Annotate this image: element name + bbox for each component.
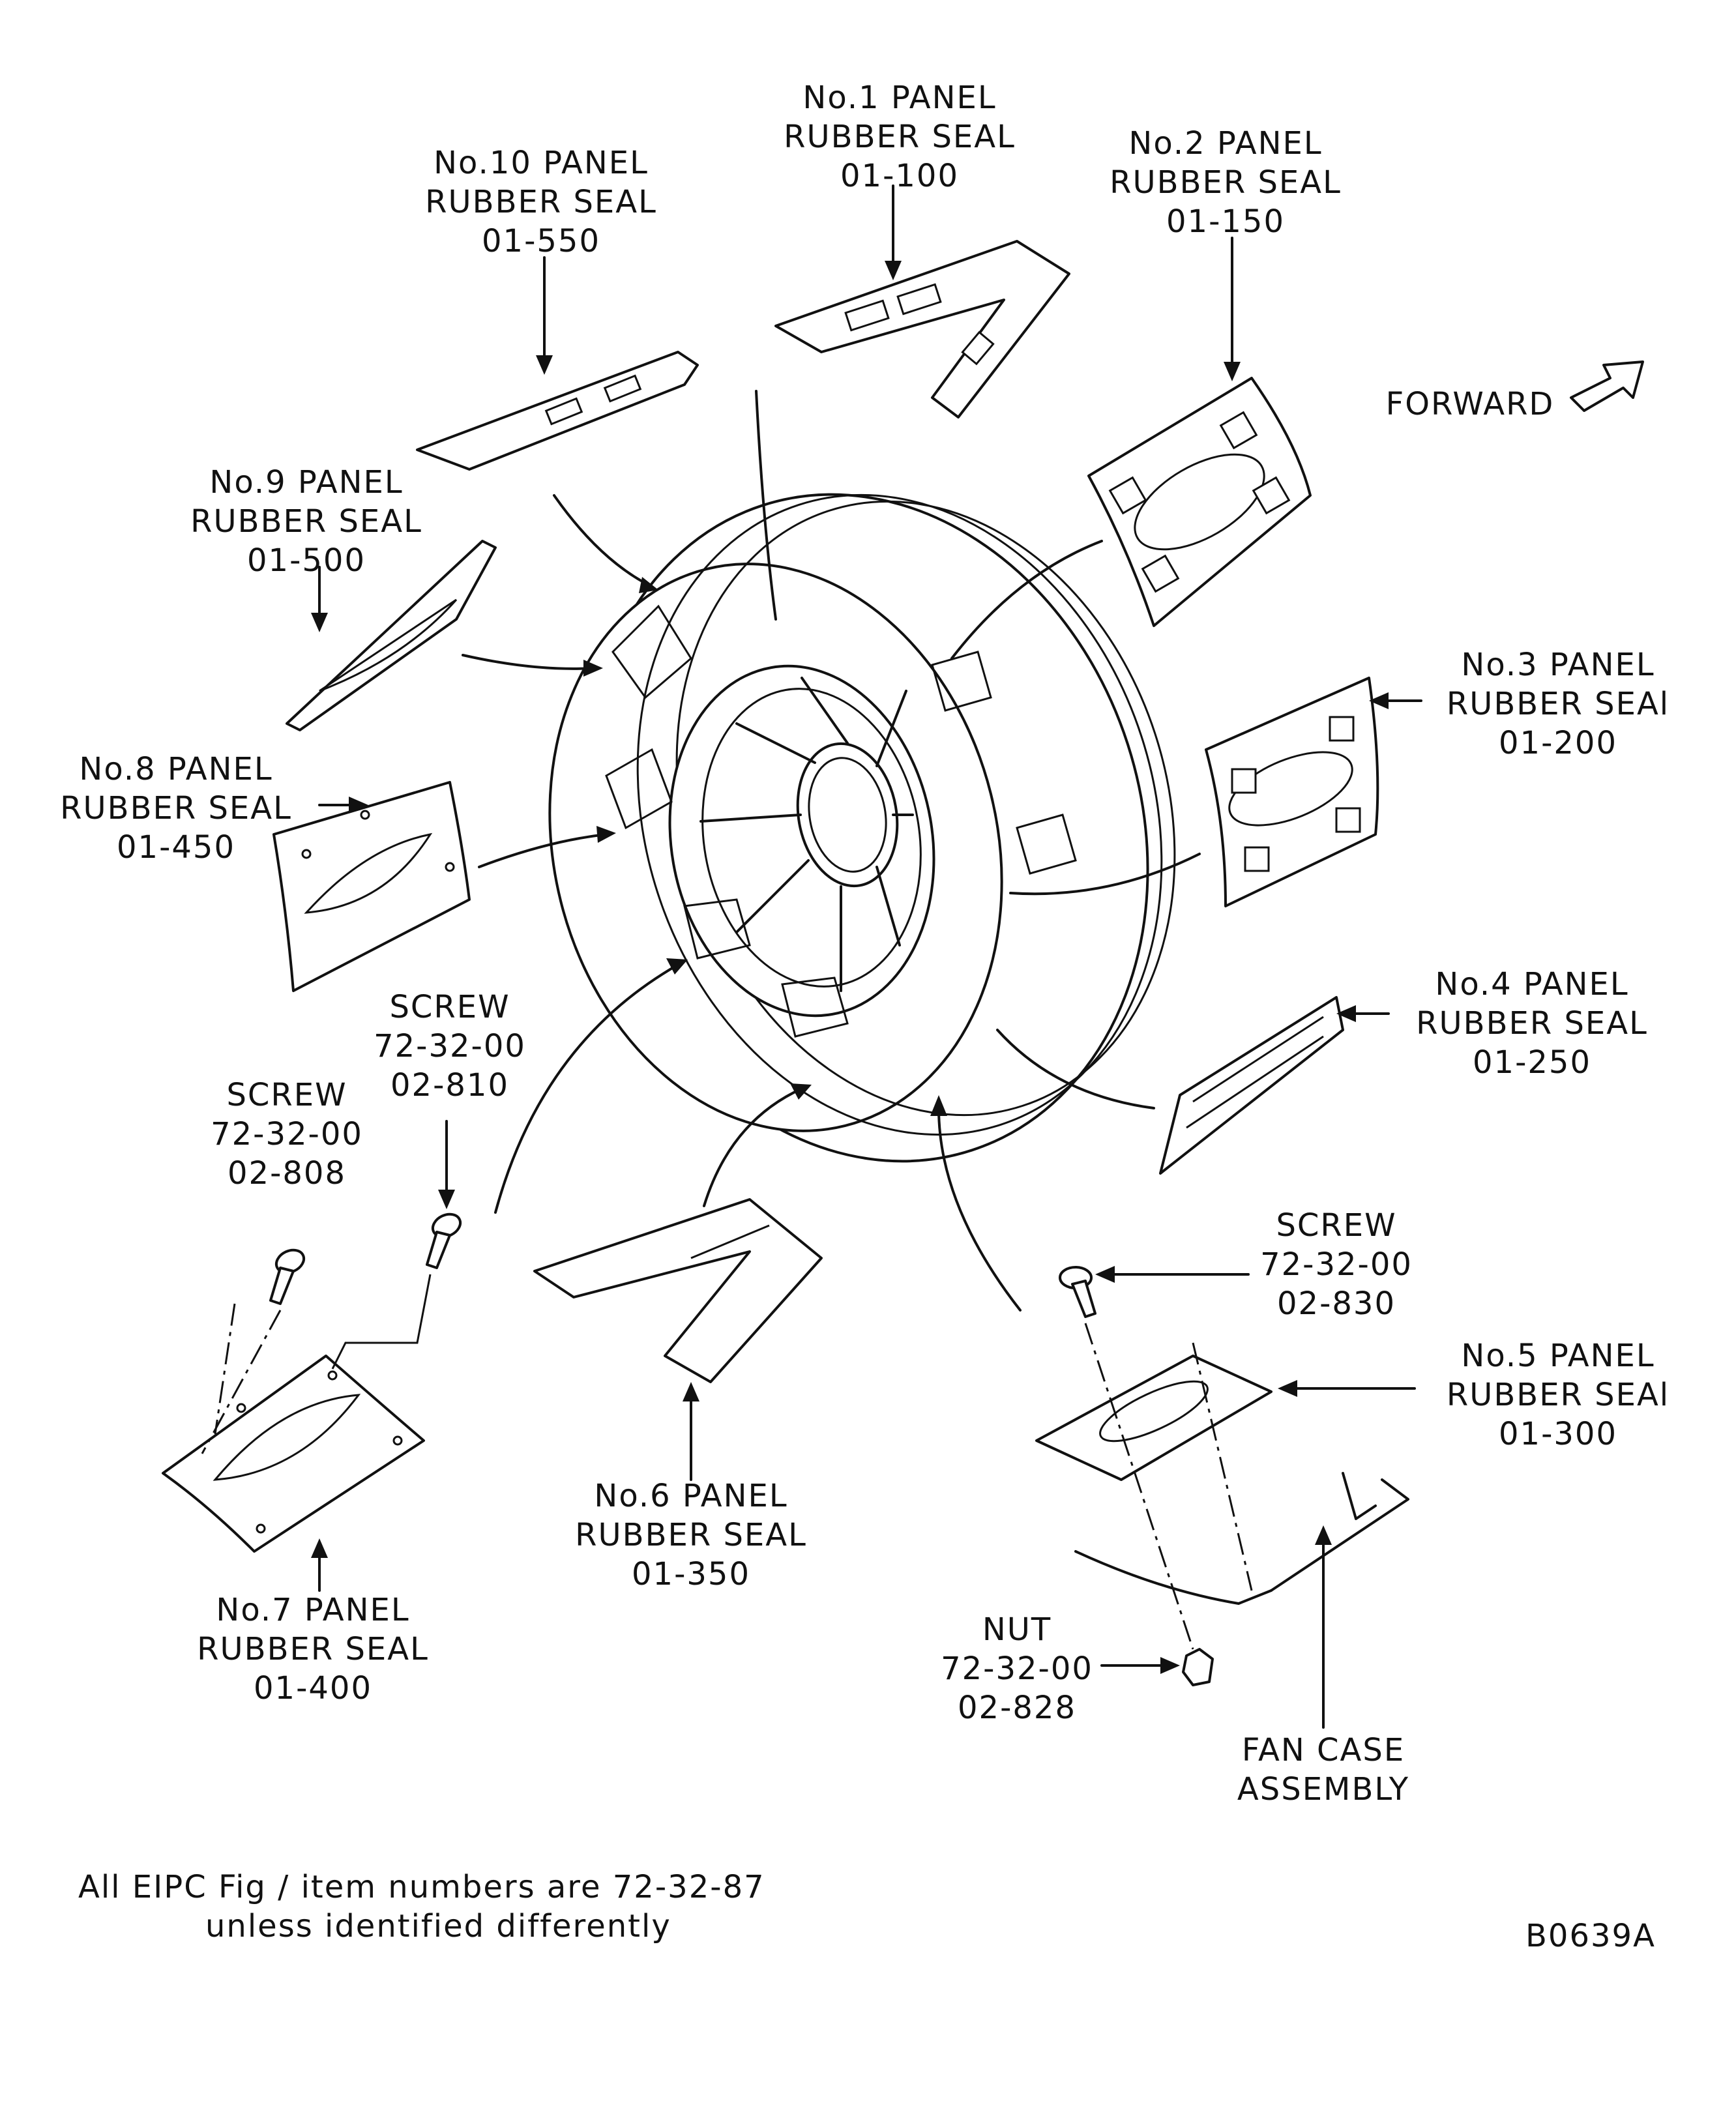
panel-no2-drawing	[1087, 377, 1312, 627]
callout-no8: No.8 PANEL RUBBER SEAL 01-450	[26, 750, 326, 867]
callout-no6-line1: No.6 PANEL	[594, 1478, 788, 1514]
callout-no7-line3: 01-400	[253, 1670, 372, 1707]
callout-no7-line2: RUBBER SEAL	[197, 1631, 429, 1667]
callout-no4-line1: No.4 PANEL	[1435, 966, 1629, 1003]
panel-no5-drawing	[1035, 1355, 1273, 1481]
callout-no5-line3: 01-300	[1498, 1416, 1617, 1452]
callout-no9-line3: 01-500	[246, 542, 366, 579]
callout-fan-case: FAN CASE ASSEMBLY	[1213, 1731, 1434, 1809]
callout-no2-line1: No.2 PANEL	[1128, 125, 1323, 162]
footnote-line2: unless identified differently	[205, 1908, 671, 1944]
callout-fan-case-line1: FAN CASE	[1241, 1732, 1405, 1768]
assembly-centerlines	[201, 1274, 1253, 1650]
panel-no9-drawing	[286, 540, 497, 731]
callout-no4: No.4 PANEL RUBBER SEAL 01-250	[1382, 965, 1682, 1082]
callout-no3-line1: No.3 PANEL	[1461, 647, 1655, 683]
callout-no9-line2: RUBBER SEAL	[190, 503, 422, 540]
callout-screw-830-line2: 72-32-00	[1260, 1246, 1413, 1283]
fan-case-ring	[548, 493, 1176, 1163]
callout-screw-810-line2: 72-32-00	[374, 1028, 526, 1064]
callout-screw-810-line1: SCREW	[389, 989, 510, 1025]
callout-screw-808: SCREW 72-32-00 02-808	[189, 1076, 385, 1193]
callout-no4-line3: 01-250	[1472, 1044, 1591, 1081]
callout-screw-830-line1: SCREW	[1276, 1207, 1397, 1244]
forward-label-text: FORWARD	[1385, 386, 1555, 422]
panel-no4-drawing	[1159, 996, 1344, 1175]
callout-nut-828: NUT 72-32-00 02-828	[919, 1610, 1115, 1727]
callout-no3-line2: RUBBER SEAl	[1446, 686, 1670, 722]
callout-no10-line1: No.10 PANEL	[434, 145, 649, 181]
callout-no2-line2: RUBBER SEAL	[1110, 164, 1342, 201]
panel-no1-drawing	[774, 240, 1070, 418]
panel-no3-drawing	[1205, 677, 1379, 907]
callout-no6-line3: 01-350	[631, 1556, 750, 1592]
callout-screw-808-line3: 02-808	[227, 1155, 346, 1192]
callout-nut-828-line1: NUT	[982, 1611, 1052, 1648]
callout-screw-830: SCREW 72-32-00 02-830	[1239, 1206, 1434, 1323]
panel-no8-drawing	[272, 781, 471, 992]
callout-no1: No.1 PANEL RUBBER SEAL 01-100	[750, 78, 1050, 196]
callout-screw-808-line1: SCREW	[226, 1077, 347, 1113]
callout-no6: No.6 PANEL RUBBER SEAL 01-350	[541, 1476, 841, 1594]
callout-no5-line1: No.5 PANEL	[1461, 1338, 1655, 1374]
callout-screw-810: SCREW 72-32-00 02-810	[352, 988, 548, 1105]
footnote-line1: All EIPC Fig / item numbers are 72-32-87	[78, 1869, 765, 1905]
callout-no8-line2: RUBBER SEAL	[60, 790, 292, 827]
callout-no1-line1: No.1 PANEL	[802, 80, 997, 116]
callout-no5-line2: RUBBER SEAl	[1446, 1377, 1670, 1413]
callout-no9-line1: No.9 PANEL	[209, 464, 404, 501]
callout-no10-line2: RUBBER SEAL	[425, 184, 657, 220]
callout-no5: No.5 PANEL RUBBER SEAl 01-300	[1408, 1336, 1708, 1454]
callout-no9: No.9 PANEL RUBBER SEAL 01-500	[156, 463, 456, 580]
callout-nut-828-line2: 72-32-00	[941, 1650, 1093, 1687]
callout-fan-case-line2: ASSEMBLY	[1237, 1771, 1410, 1808]
fan-case-segment-drawing	[1074, 1472, 1409, 1605]
callout-no7: No.7 PANEL RUBBER SEAL 01-400	[163, 1591, 463, 1708]
figure-id: B0639A	[1525, 1918, 1656, 1954]
callout-no4-line2: RUBBER SEAL	[1416, 1005, 1648, 1042]
callout-no8-line3: 01-450	[116, 829, 235, 866]
callout-nut-828-line3: 02-828	[957, 1690, 1076, 1726]
panel-no7-drawing	[162, 1355, 425, 1553]
callout-no10: No.10 PANEL RUBBER SEAL 01-550	[391, 143, 691, 261]
hardware-drawings	[269, 1212, 1214, 1686]
callout-no2-line3: 01-150	[1166, 203, 1285, 240]
callout-no7-line1: No.7 PANEL	[216, 1592, 410, 1628]
callout-no1-line3: 01-100	[840, 158, 959, 194]
callout-screw-810-line3: 02-810	[390, 1067, 509, 1104]
callout-no3-line3: 01-200	[1498, 725, 1617, 761]
callout-screw-808-line2: 72-32-00	[211, 1116, 363, 1152]
callout-no1-line2: RUBBER SEAL	[784, 119, 1016, 155]
callout-no6-line2: RUBBER SEAL	[575, 1517, 807, 1553]
callout-no8-line1: No.8 PANEL	[79, 751, 273, 787]
callout-no2: No.2 PANEL RUBBER SEAL 01-150	[1076, 124, 1376, 241]
callout-no10-line3: 01-550	[481, 223, 600, 259]
callout-no3: No.3 PANEL RUBBER SEAl 01-200	[1408, 645, 1708, 763]
forward-label: FORWARD	[1369, 385, 1571, 424]
panel-no6-drawing	[533, 1198, 823, 1383]
panel-no10-drawing	[416, 351, 699, 471]
forward-arrow-icon	[1570, 360, 1644, 412]
footnote: All EIPC Fig / item numbers are 72-32-87…	[78, 1868, 765, 1946]
leader-lines	[311, 184, 1422, 1729]
callout-screw-830-line3: 02-830	[1276, 1285, 1396, 1322]
